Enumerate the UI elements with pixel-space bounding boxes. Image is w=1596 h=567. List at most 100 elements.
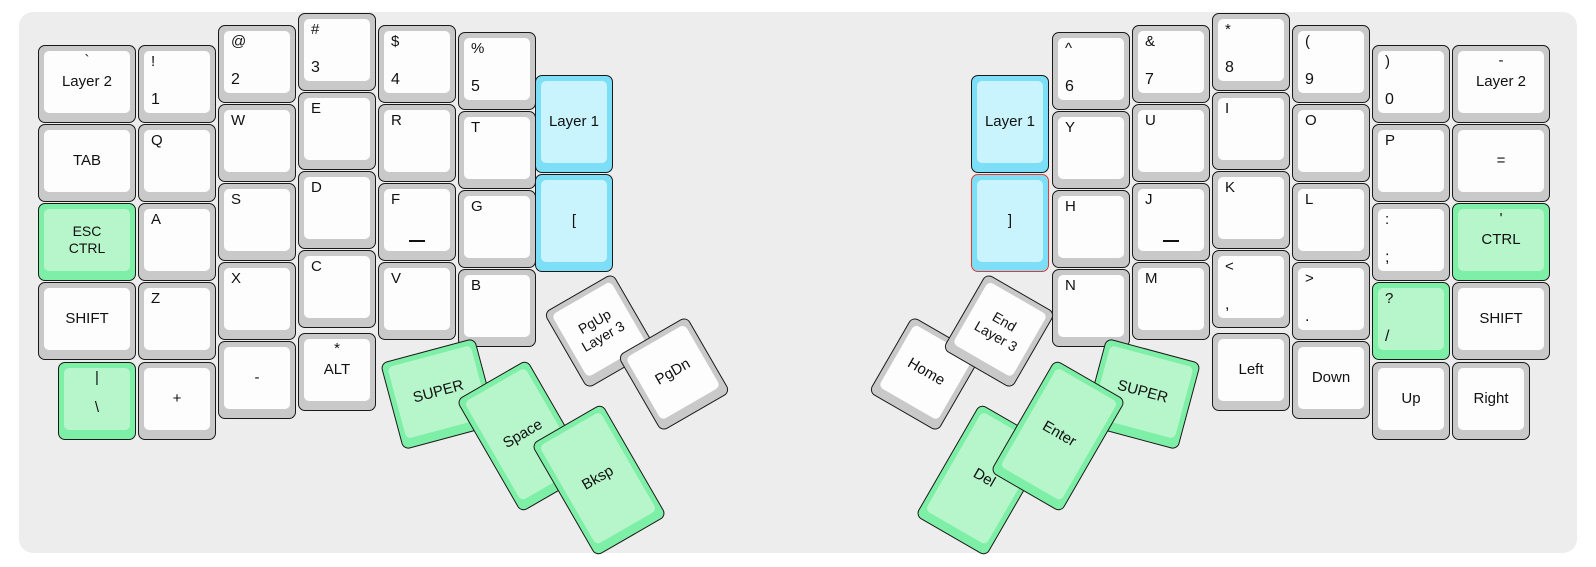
key-l-c4-r5[interactable]: *ALT [298, 333, 376, 411]
key-l-c2-r2[interactable]: Q [138, 124, 216, 202]
key-r-c6-r3[interactable]: H [1052, 190, 1130, 268]
key-r-c7-r1[interactable]: Layer 1 [971, 75, 1049, 173]
key-l-c4-r1[interactable]: #3 [298, 13, 376, 91]
keycap: G [464, 196, 530, 258]
key-l-c6-r3[interactable]: G [458, 190, 536, 268]
key-r-c5-r1[interactable]: &7 [1132, 25, 1210, 103]
key-l-c4-r2[interactable]: E [298, 92, 376, 170]
keycap: C [304, 256, 370, 318]
key-r-c5-r4[interactable]: M [1132, 262, 1210, 340]
key-l-c3-r3[interactable]: S [218, 183, 296, 261]
key-legend-top: C [311, 258, 322, 275]
key-l-c6-r1[interactable]: %5 [458, 32, 536, 110]
key-legend-main: 4 [391, 71, 400, 88]
key-r-c4-r2[interactable]: I [1212, 92, 1290, 170]
key-r-c3-r3[interactable]: L [1292, 183, 1370, 261]
key-r-c3-r1[interactable]: (9 [1292, 25, 1370, 103]
key-l-c4-r3[interactable]: D [298, 171, 376, 249]
key-l-c4-r4[interactable]: C [298, 250, 376, 328]
keycap: Q [144, 130, 210, 192]
keycap: P [1378, 130, 1444, 192]
keycap: I [1218, 98, 1284, 160]
key-l-c2-r5[interactable]: + [138, 362, 216, 440]
key-legend-top: ^ [1065, 40, 1073, 57]
key-l-c1-r2[interactable]: TAB [38, 124, 136, 202]
key-legend-label: Bksp [579, 462, 617, 494]
key-legend-label: Home [904, 354, 948, 390]
key-legend-main: \ [94, 399, 100, 416]
key-r-c6-r1[interactable]: ^6 [1052, 32, 1130, 110]
key-l-c7-r2[interactable]: [ [535, 174, 613, 272]
key-r-c5-r3[interactable]: J [1132, 183, 1210, 261]
key-l-c7-r1[interactable]: Layer 1 [535, 75, 613, 173]
keycap: |\ [64, 368, 130, 430]
key-l-c2-r3[interactable]: A [138, 203, 216, 281]
key-l-c3-r2[interactable]: W [218, 104, 296, 182]
key-r-c4-r5[interactable]: Left [1212, 333, 1290, 411]
key-l-c6-r4[interactable]: B [458, 269, 536, 347]
key-r-c1-r4[interactable]: SHIFT [1452, 282, 1550, 360]
key-r-c5-r2[interactable]: U [1132, 104, 1210, 182]
keycap: V [384, 268, 450, 330]
keycap: TAB [44, 130, 130, 192]
key-l-c5-r4[interactable]: V [378, 262, 456, 340]
key-r-c1-r1[interactable]: -Layer 2 [1452, 45, 1550, 123]
key-legend-main: 8 [1225, 59, 1234, 76]
keycap: Down [1298, 347, 1364, 409]
key-l-c1-r1[interactable]: `Layer 2 [38, 45, 136, 123]
keycap: T [464, 117, 530, 179]
key-r-c4-r3[interactable]: K [1212, 171, 1290, 249]
key-r-c7-r2[interactable]: ] [971, 174, 1049, 272]
keycap: O [1298, 110, 1364, 172]
key-legend-top: > [1305, 270, 1314, 287]
key-r-c6-r4[interactable]: N [1052, 269, 1130, 347]
key-legend-top: T [471, 119, 481, 136]
key-legend-top: D [311, 179, 322, 196]
key-r-c6-r2[interactable]: Y [1052, 111, 1130, 189]
key-legend-top: L [1305, 191, 1314, 208]
key-legend-label: Layer 1 [548, 113, 600, 130]
key-r-c1-r5[interactable]: Right [1452, 362, 1530, 440]
key-r-c3-r5[interactable]: Down [1292, 341, 1370, 419]
key-legend-label: Layer 2 [1475, 73, 1527, 90]
keycap: S [224, 189, 290, 251]
key-legend-label: CTRL [1481, 231, 1521, 248]
key-r-c1-r3[interactable]: 'CTRL [1452, 203, 1550, 281]
key-l-c1-r4[interactable]: SHIFT [38, 282, 136, 360]
keycap: K [1218, 177, 1284, 239]
key-legend-top: Z [151, 290, 161, 307]
key-r-c2-r3[interactable]: :; [1372, 203, 1450, 281]
key-l-c5-r1[interactable]: $4 [378, 25, 456, 103]
homing-bar-icon [409, 240, 425, 242]
key-l-c5-r3[interactable]: F [378, 183, 456, 261]
key-l-c2-r1[interactable]: !1 [138, 45, 216, 123]
key-legend-top: @ [231, 33, 247, 50]
keycap: SHIFT [44, 288, 130, 350]
key-l-c3-r1[interactable]: @2 [218, 25, 296, 103]
key-legend-label: = [1496, 152, 1506, 169]
key-r-c2-r4[interactable]: ?/ [1372, 282, 1450, 360]
key-r-c2-r1[interactable]: )0 [1372, 45, 1450, 123]
key-l-c5-r2[interactable]: R [378, 104, 456, 182]
key-l-c3-r4[interactable]: X [218, 262, 296, 340]
keycap: *8 [1218, 19, 1284, 81]
key-r-c3-r4[interactable]: >. [1292, 262, 1370, 340]
key-l-c3-r5[interactable]: - [218, 341, 296, 419]
key-r-c1-r2[interactable]: = [1452, 124, 1550, 202]
key-r-c4-r4[interactable]: <, [1212, 250, 1290, 328]
key-r-c3-r2[interactable]: O [1292, 104, 1370, 182]
key-l-c2-r4[interactable]: Z [138, 282, 216, 360]
keycap: SHIFT [1458, 288, 1544, 350]
keycap: Layer 1 [541, 81, 607, 163]
key-r-c2-r5[interactable]: Up [1372, 362, 1450, 440]
keycap: ] [977, 180, 1043, 262]
key-r-c4-r1[interactable]: *8 [1212, 13, 1290, 91]
key-l-c1-r5[interactable]: |\ [58, 362, 136, 440]
key-legend-top: W [231, 112, 246, 129]
key-legend-top: A [151, 211, 162, 228]
key-l-c6-r2[interactable]: T [458, 111, 536, 189]
keycap: X [224, 268, 290, 330]
key-r-c2-r2[interactable]: P [1372, 124, 1450, 202]
